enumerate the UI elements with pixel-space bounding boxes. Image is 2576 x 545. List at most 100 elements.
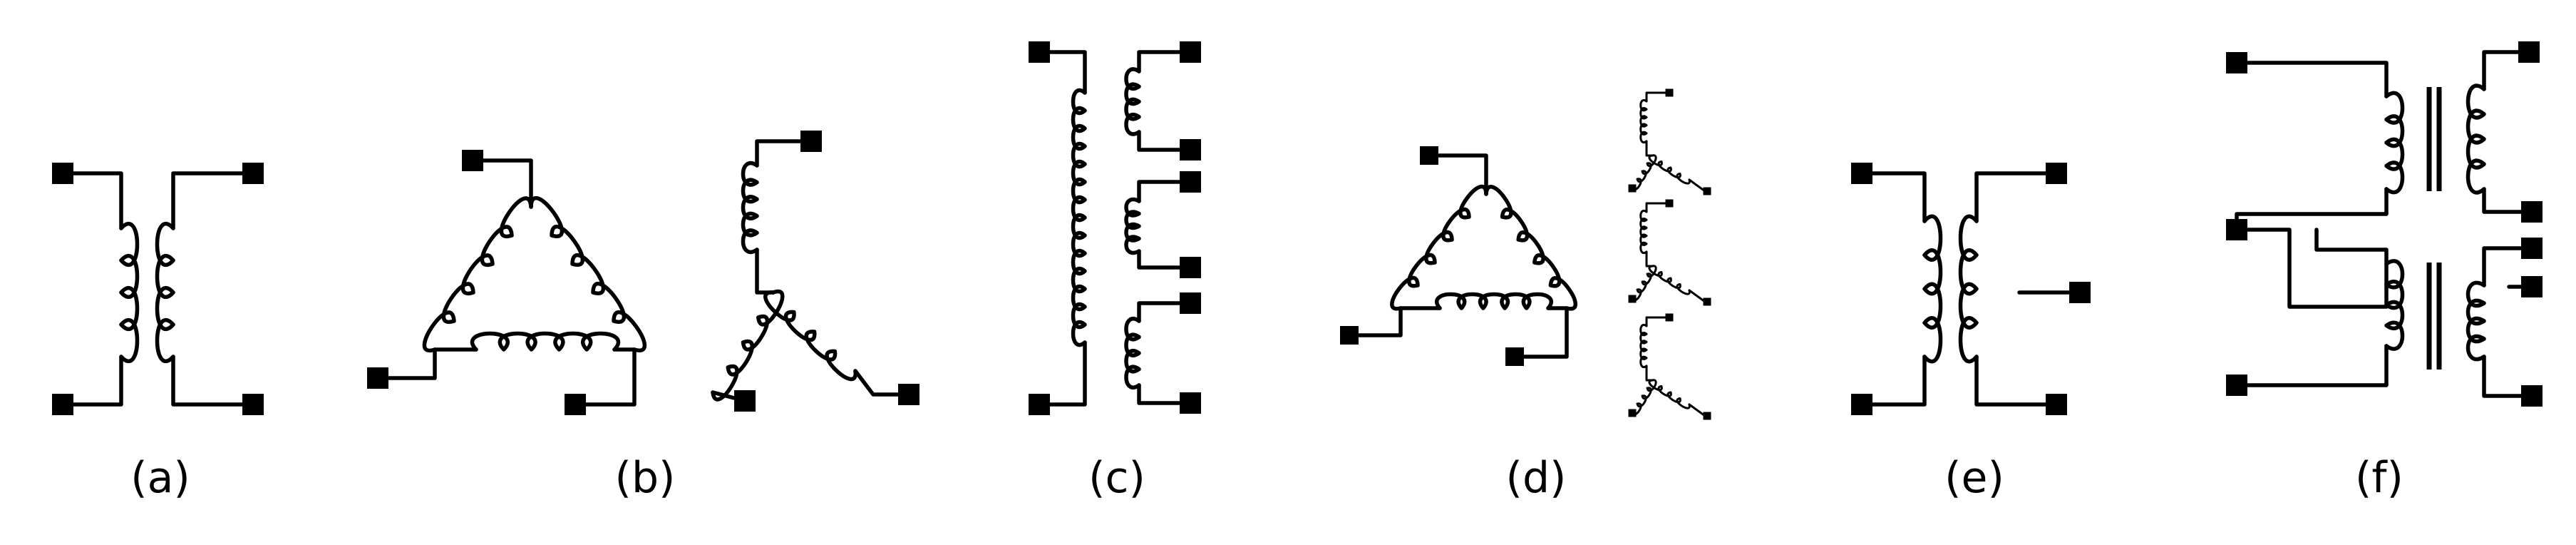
wire bbox=[470, 158, 533, 209]
wire bbox=[171, 171, 255, 230]
wire bbox=[2235, 187, 2389, 232]
mini-wye-winding bbox=[1628, 199, 1711, 306]
terminal-pin bbox=[1505, 347, 1524, 366]
terminal-pin bbox=[1180, 257, 1201, 278]
wire bbox=[2235, 228, 2389, 309]
secondary-coil bbox=[1124, 197, 1141, 255]
primary-coil bbox=[1922, 214, 1943, 364]
terminal-pin bbox=[1851, 394, 1872, 415]
mini-coil-left bbox=[1631, 265, 1657, 302]
wire bbox=[2235, 61, 2389, 98]
wire bbox=[1347, 306, 1403, 337]
terminal-pin bbox=[367, 367, 388, 389]
autotransformer-coil bbox=[1071, 88, 1087, 347]
wire bbox=[1860, 355, 1927, 407]
caption-panel-b: (b) bbox=[614, 453, 676, 503]
terminal-pin bbox=[1029, 394, 1050, 415]
upper-primary-coil bbox=[2384, 91, 2405, 195]
secondary-coil bbox=[1124, 317, 1141, 389]
delta-coil-left bbox=[422, 196, 533, 353]
caption-panel-e: (e) bbox=[1944, 453, 2004, 503]
wire bbox=[1137, 130, 1192, 152]
wire bbox=[1688, 289, 1706, 303]
lower-secondary-coil bbox=[2466, 280, 2486, 362]
wire bbox=[1974, 355, 2059, 407]
mini-coil-right bbox=[1648, 154, 1691, 185]
secondary-coil bbox=[1124, 67, 1141, 136]
wire bbox=[1645, 250, 1654, 268]
wire bbox=[1860, 171, 1927, 223]
terminal-pin bbox=[565, 394, 586, 415]
wire bbox=[2482, 355, 2534, 398]
mini-coil-left bbox=[1631, 379, 1657, 416]
terminal-pin bbox=[2069, 282, 2091, 303]
wire bbox=[2482, 187, 2534, 214]
terminal-pin bbox=[1665, 313, 1674, 322]
panel-d-delta-with-small-secondaries bbox=[1340, 88, 1711, 420]
terminal-pin bbox=[2521, 238, 2542, 259]
terminal-pin bbox=[1628, 409, 1637, 417]
caption-panel-d: (d) bbox=[1505, 453, 1567, 503]
wire bbox=[1137, 383, 1192, 405]
terminal-pin bbox=[2226, 219, 2247, 240]
terminal-pin bbox=[242, 163, 264, 184]
panel-b-delta-and-wye-windings bbox=[367, 131, 919, 415]
terminal-pin bbox=[1703, 187, 1711, 195]
terminal-pin bbox=[2521, 276, 2542, 297]
wire bbox=[1688, 403, 1706, 417]
panel-a-two-winding-transformer bbox=[52, 163, 264, 415]
delta-coil-left bbox=[1390, 184, 1488, 311]
terminal-pin bbox=[1180, 139, 1201, 161]
wire bbox=[2235, 344, 2389, 387]
delta-coil-right bbox=[529, 195, 646, 352]
terminal-pin bbox=[1851, 163, 1872, 184]
terminal-pin bbox=[2521, 201, 2542, 223]
mini-coil-left bbox=[1631, 154, 1657, 191]
terminal-pin bbox=[800, 131, 822, 152]
mini-wye-winding bbox=[1628, 313, 1711, 420]
terminal-pin bbox=[734, 390, 756, 412]
mini-coil-right bbox=[1648, 379, 1691, 409]
wire bbox=[61, 355, 123, 407]
wire bbox=[1037, 50, 1087, 95]
mini-wye-winding bbox=[1628, 88, 1711, 195]
mini-coil-top bbox=[1639, 98, 1648, 144]
terminal-pin bbox=[1703, 297, 1711, 306]
secondary-coil bbox=[155, 221, 175, 364]
primary-coil bbox=[119, 221, 140, 364]
terminal-pin bbox=[2046, 394, 2067, 415]
wire bbox=[1645, 91, 1671, 103]
terminal-pin bbox=[2518, 41, 2540, 63]
terminal-pin bbox=[1665, 88, 1674, 97]
terminal-pin bbox=[898, 384, 919, 405]
terminal-pin bbox=[52, 394, 73, 415]
terminal-pin bbox=[1180, 171, 1201, 193]
terminal-pin bbox=[1180, 292, 1201, 314]
mini-coil-right bbox=[1648, 265, 1691, 295]
wire bbox=[1137, 249, 1192, 270]
wire bbox=[1974, 171, 2059, 223]
caption-panel-c: (c) bbox=[1088, 453, 1145, 503]
panel-e-center-tap-transformer bbox=[1851, 163, 2091, 415]
terminal-pin bbox=[1029, 41, 1050, 63]
wire bbox=[853, 369, 911, 397]
delta-coil-bottom bbox=[470, 331, 621, 352]
wire bbox=[1037, 340, 1087, 407]
terminal-pin bbox=[1665, 199, 1674, 208]
wire bbox=[1427, 153, 1488, 196]
terminal-pin bbox=[1703, 412, 1711, 420]
wire bbox=[1688, 178, 1706, 193]
terminal-pin bbox=[2046, 163, 2067, 184]
secondary-coil bbox=[1958, 214, 1979, 364]
terminal-pin bbox=[1628, 295, 1637, 303]
wire bbox=[1645, 316, 1671, 327]
terminal-pin bbox=[1180, 392, 1201, 414]
wye-coil-right bbox=[763, 290, 857, 382]
terminal-pin bbox=[52, 163, 73, 184]
caption-panel-f: (f) bbox=[2355, 453, 2404, 503]
wye-coil-left bbox=[711, 289, 785, 402]
caption-panel-a: (a) bbox=[130, 453, 190, 503]
wire bbox=[61, 171, 123, 230]
